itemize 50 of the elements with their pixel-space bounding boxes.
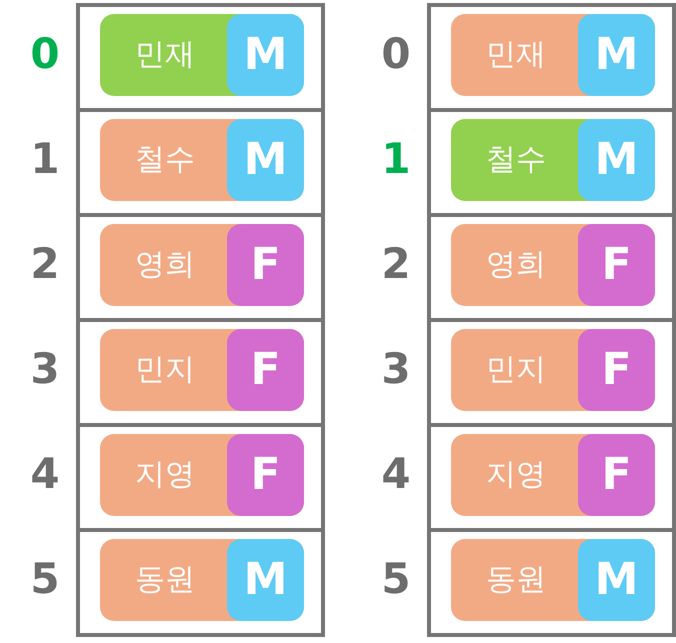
name-text: 민재 [485, 36, 547, 74]
array-frame [427, 3, 676, 637]
name-text: 지영 [485, 456, 547, 494]
record-pill [100, 329, 304, 411]
gender-badge: M [578, 119, 655, 201]
record-pill [451, 14, 655, 96]
name-text: 동원 [134, 561, 196, 599]
index-number: 2 [29, 239, 61, 288]
index-number: 0 [29, 29, 61, 78]
record-pill [451, 434, 655, 516]
index-number: 4 [29, 449, 61, 498]
record-pill [100, 539, 304, 621]
gender-badge: M [227, 14, 304, 96]
gender-badge: F [227, 224, 304, 306]
gender-badge: F [578, 434, 655, 516]
record-pill [451, 539, 655, 621]
index-number: 4 [380, 449, 412, 498]
index-number: 5 [29, 554, 61, 603]
gender-badge: M [227, 539, 304, 621]
gender-badge: M [227, 119, 304, 201]
gender-badge: F [227, 329, 304, 411]
name-text: 영희 [485, 246, 547, 284]
array-frame [76, 3, 325, 637]
gender-badge: F [227, 434, 304, 516]
index-number: 2 [380, 239, 412, 288]
gender-badge: F [578, 329, 655, 411]
index-number: 5 [380, 554, 412, 603]
name-text: 영희 [134, 246, 196, 284]
name-text: 민지 [485, 351, 547, 389]
record-pill [100, 119, 304, 201]
name-text: 지영 [134, 456, 196, 494]
index-number: 0 [380, 29, 412, 78]
gender-badge: M [578, 539, 655, 621]
index-number: 1 [380, 134, 412, 183]
gender-badge: M [578, 14, 655, 96]
gender-badge: F [578, 224, 655, 306]
record-pill [100, 224, 304, 306]
name-text: 철수 [134, 141, 196, 179]
name-text: 철수 [485, 141, 547, 179]
record-pill [100, 434, 304, 516]
record-pill [451, 224, 655, 306]
name-text: 동원 [485, 561, 547, 599]
name-text: 민재 [134, 36, 196, 74]
name-text: 민지 [134, 351, 196, 389]
record-pill [451, 329, 655, 411]
record-pill [451, 119, 655, 201]
index-number: 1 [29, 134, 61, 183]
index-number: 3 [380, 344, 412, 393]
index-number: 3 [29, 344, 61, 393]
record-pill [100, 14, 304, 96]
